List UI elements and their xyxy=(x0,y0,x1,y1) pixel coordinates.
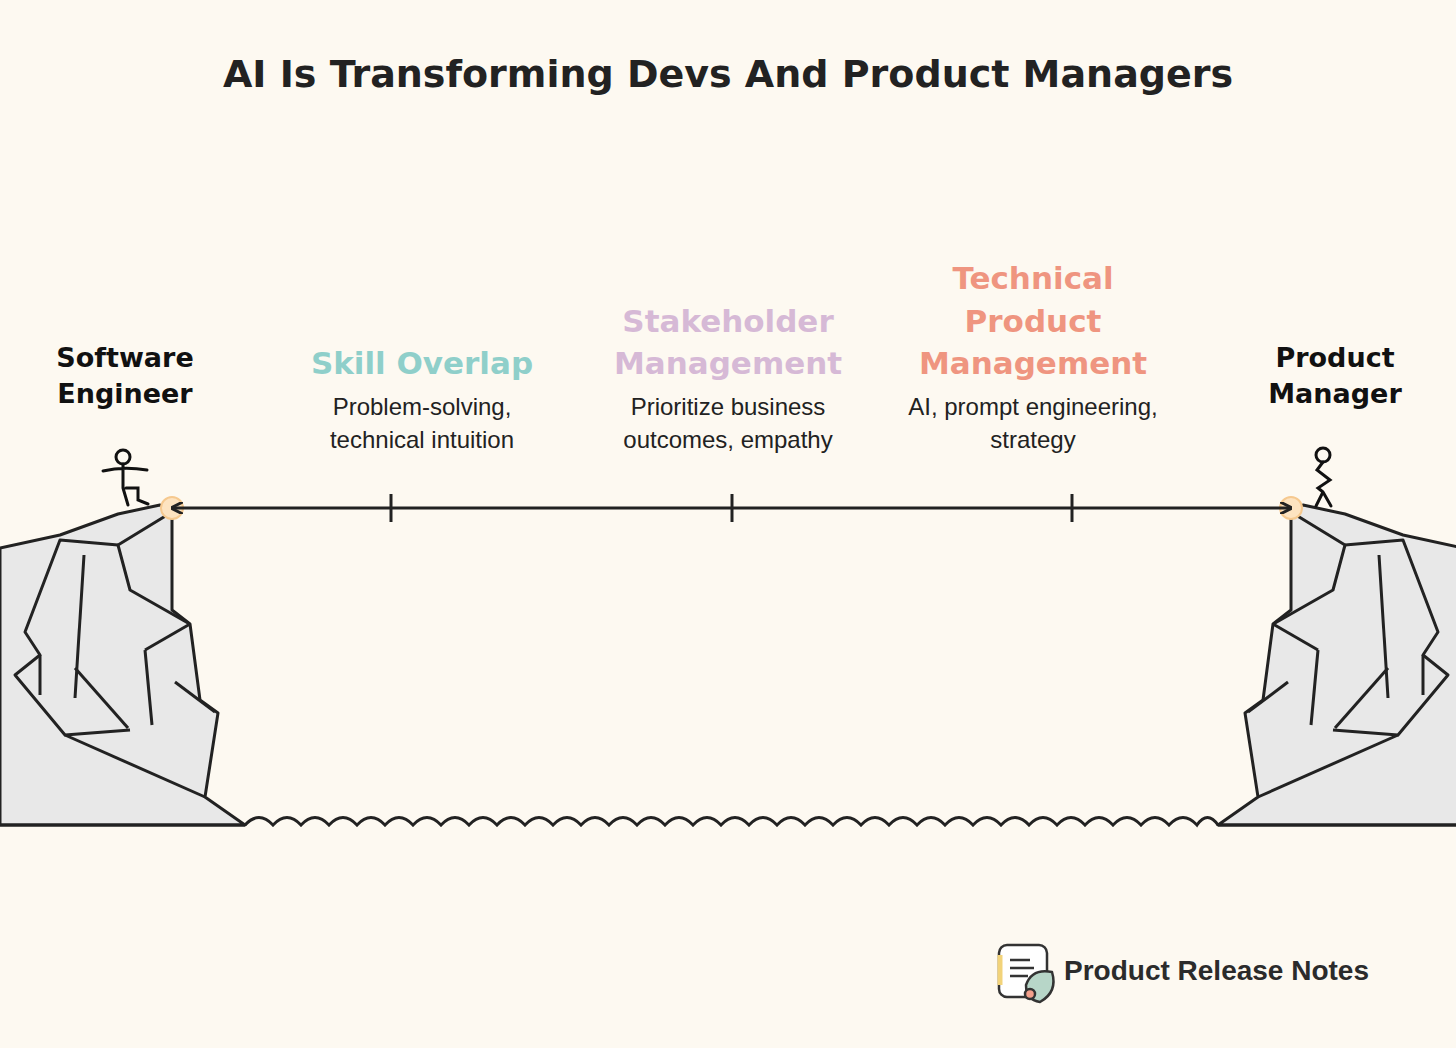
milestone-heading: Technical Product Management xyxy=(901,257,1166,385)
cliff-node: Software Engineer xyxy=(0,340,172,825)
node-label: Product Manager xyxy=(1235,340,1435,413)
bridge-line xyxy=(161,497,1302,519)
node-label: Software Engineer xyxy=(25,340,225,413)
milestone: Skill OverlapProblem-solving, technical … xyxy=(252,342,592,456)
title: AI Is Transforming Devs And Product Mana… xyxy=(0,52,1456,96)
milestone: Technical Product ManagementAI, prompt e… xyxy=(888,257,1178,456)
bridge-line xyxy=(172,507,1291,510)
milestone-heading: Stakeholder Management xyxy=(558,300,898,386)
water xyxy=(245,818,1218,826)
footer-icon xyxy=(999,945,1054,1002)
cliff xyxy=(0,505,245,825)
milestone-description: AI, prompt engineering, strategy xyxy=(898,391,1168,456)
stick-figure xyxy=(1316,448,1331,506)
milestone-heading: Skill Overlap xyxy=(311,342,533,385)
milestone-description: Problem-solving, technical intuition xyxy=(302,391,542,456)
stick-figure xyxy=(103,450,148,505)
milestone: Stakeholder ManagementPrioritize busines… xyxy=(558,300,898,456)
cliff-node: Product Manager xyxy=(1291,340,1456,825)
milestone-description: Prioritize business outcomes, empathy xyxy=(603,391,853,456)
footer-brand: Product Release Notes xyxy=(1064,955,1369,987)
